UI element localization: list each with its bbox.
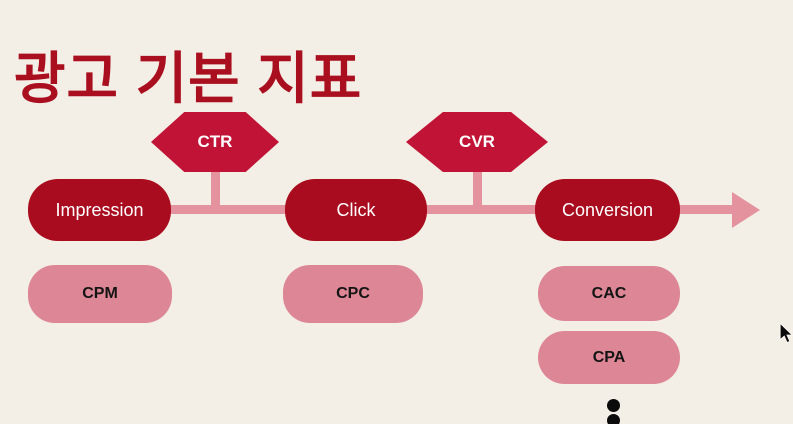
flow-node-click: Click — [285, 179, 427, 241]
cost-node-cpm: CPM — [28, 265, 172, 323]
mouse-pointer-icon — [779, 323, 793, 344]
cvr-connector-line — [473, 164, 482, 210]
flow-node-label: Click — [336, 199, 376, 220]
cost-node-label: CPM — [82, 285, 118, 302]
rate-node-cvr: CVR — [406, 112, 548, 172]
cost-node-label: CPA — [592, 348, 626, 366]
cost-node-cpc: CPC — [283, 265, 423, 323]
rate-node-label: CTR — [197, 132, 233, 151]
cost-node-label: CAC — [591, 284, 627, 302]
flow-arrowhead-icon — [732, 192, 760, 228]
cost-node-cpa: CPA — [538, 331, 680, 384]
vertical-ellipsis-dot-icon — [607, 399, 620, 412]
cost-node-label: CPC — [336, 285, 370, 302]
rate-node-label: CVR — [459, 132, 495, 151]
flow-node-label: Conversion — [561, 199, 654, 220]
page-title: 광고 기본 지표 — [14, 46, 363, 110]
flow-node-conversion: Conversion — [535, 179, 680, 241]
vertical-ellipsis-dot-icon — [607, 414, 620, 424]
flow-node-label: Impression — [55, 199, 144, 220]
flow-node-impression: Impression — [28, 179, 171, 241]
cost-node-cac: CAC — [538, 266, 680, 321]
rate-node-ctr: CTR — [151, 112, 279, 172]
ctr-connector-line — [211, 164, 220, 210]
